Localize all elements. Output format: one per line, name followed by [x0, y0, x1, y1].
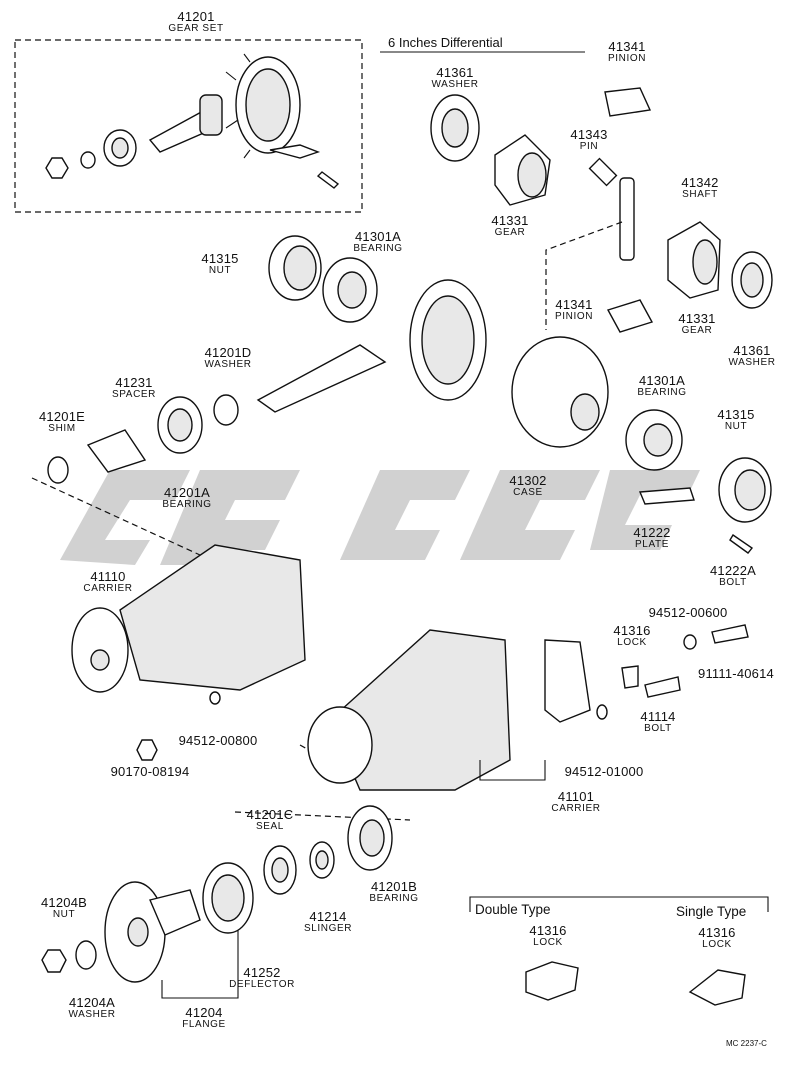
- drive-gear-drawing: [47, 235, 772, 554]
- diagram-title: 6 Inches Differential: [388, 35, 503, 50]
- double-type-header: Double Type: [475, 902, 551, 917]
- lock-single-drawing: [688, 969, 746, 1006]
- differential-internals-drawing: [430, 87, 773, 333]
- lock-double-drawing: [525, 961, 579, 1001]
- carrier-41110-drawing: [31, 477, 306, 761]
- figure-code: MC 2237-C: [726, 1039, 767, 1048]
- label-94512-00800: 94512-00800: [178, 733, 258, 748]
- label-90170-08194: 90170-08194: [110, 764, 190, 779]
- carrier-41101-drawing: [299, 624, 749, 791]
- watermark-logo: [60, 470, 700, 565]
- label-94512-00600: 94512-00600: [648, 605, 728, 620]
- gear-set-box: [14, 39, 363, 213]
- lock-type-bracket: [469, 896, 769, 912]
- label-91111-40614: 91111-40614: [698, 666, 774, 681]
- label-94512-01000: 94512-01000: [564, 764, 644, 779]
- gear-set-drawing: [45, 53, 340, 189]
- single-type-header: Single Type: [676, 904, 747, 919]
- flange-drawing: [41, 805, 411, 999]
